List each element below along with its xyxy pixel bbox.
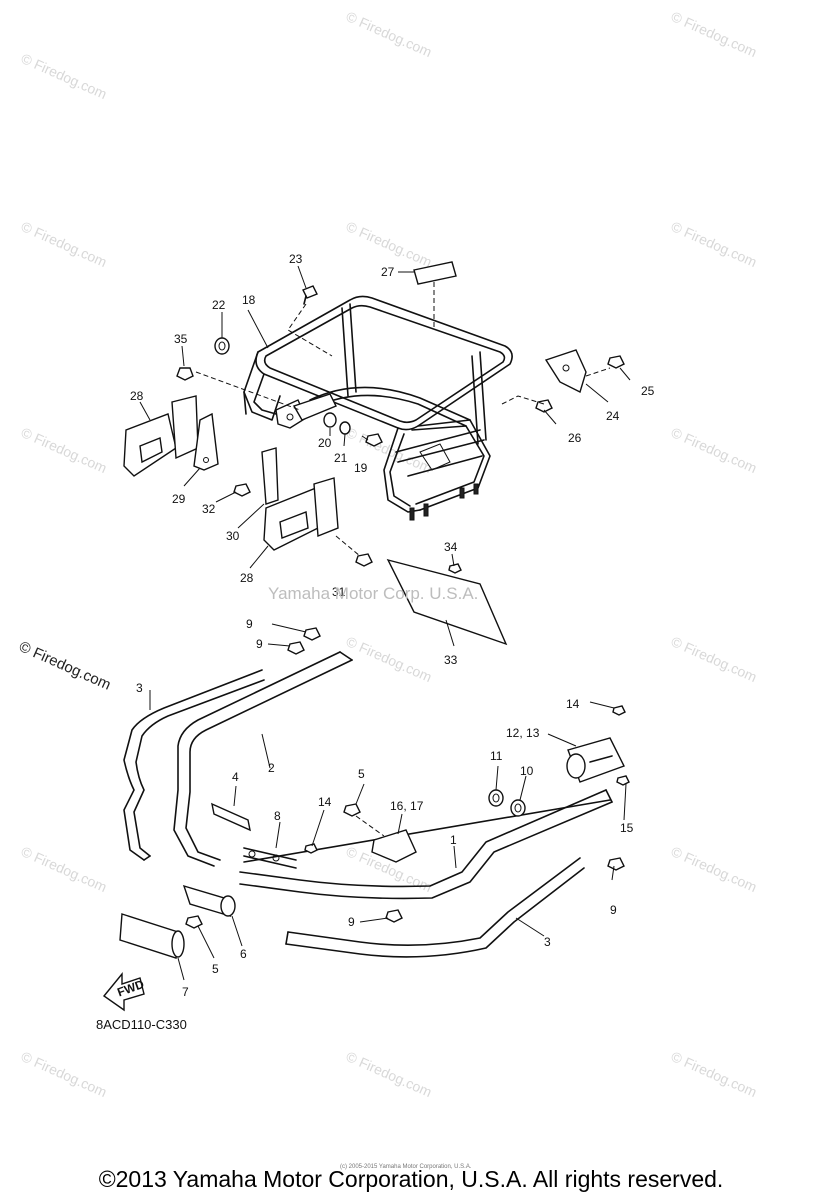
callout-9d: 9 [348,915,355,929]
copyright-footer: ©2013 Yamaha Motor Corporation, U.S.A. A… [98,1166,724,1192]
callout-23: 23 [289,252,303,266]
callout-7: 7 [182,985,189,999]
watermark: © Firedog.com [669,843,760,895]
callout-28: 28 [130,389,144,403]
callout-4: 4 [232,770,239,784]
callout-5b: 5 [212,962,219,976]
watermark: © Firedog.com [669,1048,760,1100]
watermark: © Firedog.com [19,843,110,895]
watermark: © Firedog.com [669,8,760,60]
callout-26: 26 [568,431,582,445]
watermark: © Firedog.com [669,424,760,476]
callout-24: 24 [606,409,620,423]
callout-32: 32 [202,502,216,516]
callout-20: 20 [318,436,332,450]
diagram-code: 8ACD110-C330 [96,1017,187,1032]
small-print: (c) 2005-2015 Yamaha Motor Corporation, … [340,1164,472,1170]
watermark: © Firedog.com [344,1048,435,1100]
watermark: © Firedog.com [669,218,760,270]
callout-8: 8 [274,809,281,823]
leader-lines [139,265,631,981]
watermark: © Firedog.com [344,218,435,270]
callout-14a: 14 [566,697,580,711]
callout-3a: 3 [136,681,143,695]
callout-1: 1 [450,833,457,847]
callout-9a: 9 [246,617,253,631]
callout-25: 25 [641,384,655,398]
callout-5a: 5 [358,767,365,781]
callout-29: 29 [172,492,186,506]
callout-12-13: 12, 13 [506,726,540,740]
callout-34: 34 [444,540,458,554]
bumper-assembly: FWD [102,627,630,1012]
callout-16-17: 16, 17 [390,799,424,813]
callout-9c: 9 [610,903,617,917]
callout-15: 15 [620,821,634,835]
watermark: © Firedog.com [344,633,435,685]
callout-labels: 27 23 22 18 35 25 24 28 20 21 19 26 29 3… [130,252,655,999]
callout-30: 30 [226,529,240,543]
watermark: © Firedog.com [344,8,435,60]
callout-35: 35 [174,332,188,346]
watermark: © Firedog.com [19,1048,110,1100]
callout-11: 11 [490,749,503,763]
watermark: © Firedog.com [669,633,760,685]
center-watermark: Yamaha Motor Corp. U.S.A. [268,584,479,603]
side-watermark: © Firedog.com [16,638,113,694]
watermark: © Firedog.com [19,218,110,270]
callout-9b: 9 [256,637,263,651]
watermark: © Firedog.com [19,50,110,102]
callout-33: 33 [444,653,458,667]
callout-6: 6 [240,947,247,961]
callout-27: 27 [381,265,395,279]
rear-carrier-rack [243,261,513,521]
callout-3b: 3 [544,935,551,949]
callout-10: 10 [520,764,534,778]
callout-31: 31 [332,585,346,599]
callout-22: 22 [212,298,226,312]
callout-21: 21 [334,451,348,465]
rack-hardware [123,285,625,646]
callout-19: 19 [354,461,368,475]
watermark: © Firedog.com [19,424,110,476]
callout-2: 2 [268,761,275,775]
callout-28b: 28 [240,571,254,585]
callout-18: 18 [242,293,256,307]
callout-14b: 14 [318,795,332,809]
